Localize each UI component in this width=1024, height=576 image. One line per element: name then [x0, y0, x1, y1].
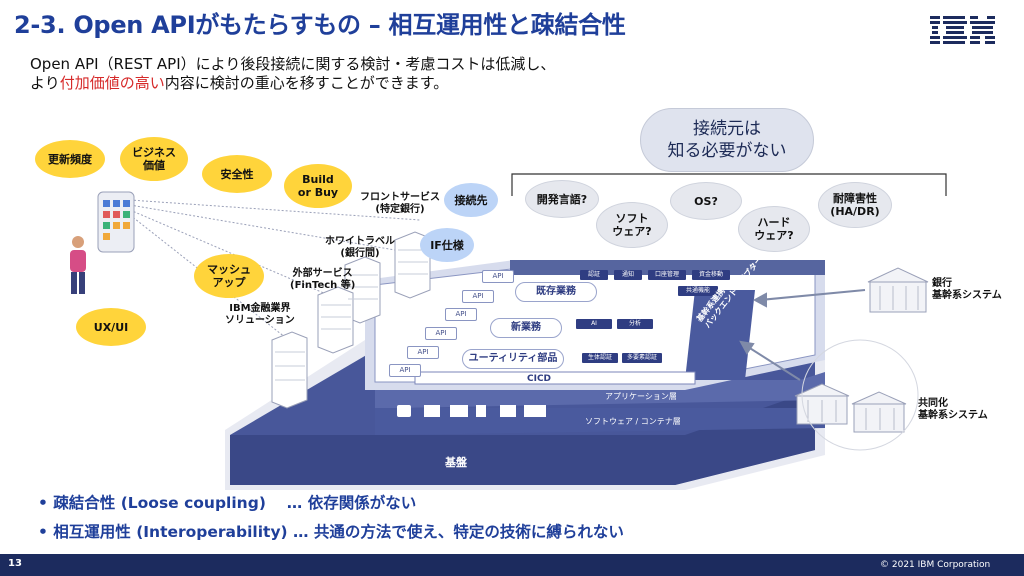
sw-layer-label: ソフトウェア / コンテナ層: [585, 417, 681, 426]
copyright: © 2021 IBM Corporation: [880, 560, 991, 570]
label-external-service: 外部サービス(FinTech 等): [290, 268, 355, 292]
ibm-logo: [930, 14, 996, 44]
subtitle-line1: Open API（REST API）により後段接続に関する検討・考慮コストは低減…: [30, 55, 556, 73]
bank-core-line2: 基幹系システム: [932, 290, 1002, 301]
bubble-connect-to: 接続先: [444, 183, 498, 217]
white-label-line2: (銀行間): [340, 248, 380, 259]
pill-new: 新業務: [490, 318, 562, 338]
label-ibm-solution: IBM金融業界ソリューション: [225, 303, 295, 327]
business-value-line2: 価値: [143, 159, 165, 172]
ibm-solution-line2: ソリューション: [225, 315, 295, 326]
chip-auth: 認証: [580, 270, 608, 280]
bubble-software: ソフトウェア?: [596, 202, 668, 248]
chip-notify: 通知: [614, 270, 642, 280]
hardware-line2: ウェア?: [754, 229, 794, 242]
callout-bracket: [511, 173, 947, 196]
fault-line2: (HA/DR): [830, 205, 880, 218]
build-buy-line2: or Buy: [297, 186, 339, 199]
subtitle-line2: より付加価値の高い内容に検討の重心を移すことができます。: [30, 74, 555, 93]
external-service-line2: (FinTech 等): [290, 280, 356, 291]
label-front-service: フロントサービス(特定銀行): [360, 192, 440, 216]
label-shared-core: 共同化基幹系システム: [918, 398, 988, 422]
pill-existing: 既存業務: [515, 282, 597, 302]
shared-core-line2: 基幹系システム: [918, 410, 988, 421]
bubble-mashup: マッシュアップ: [194, 254, 264, 298]
chip-transfer: 資金移動: [692, 270, 730, 280]
pill-utility: ユーティリティ部品: [462, 349, 564, 369]
bubble-update-frequency: 更新頻度: [35, 140, 105, 178]
business-value-line1: ビジネス: [132, 146, 176, 159]
bubble-security: 安全性: [202, 155, 272, 193]
chip-ai: AI: [576, 319, 612, 329]
bubble-fault-tolerance: 耐障害性(HA/DR): [818, 182, 892, 228]
hardware-line1: ハード: [757, 216, 791, 229]
build-buy-line1: Build: [302, 173, 334, 186]
bullet-interoperability: • 相互運用性 (Interoperability) … 共通の方法で使え、特定…: [38, 523, 624, 541]
bubble-if-spec: IF仕様: [420, 228, 474, 262]
label-white-label: ホワイトラベル(銀行間): [325, 236, 395, 260]
subtitle-line2-end: 内容に検討の重心を移すことができます。: [164, 74, 449, 92]
app-layer-label: アプリケーション層: [605, 392, 677, 401]
software-line2: ウェア?: [612, 225, 652, 238]
subtitle-line2-start: より: [30, 74, 60, 92]
front-service-line1: フロントサービス: [360, 192, 440, 203]
subtitle: Open API（REST API）により後段接続に関する検討・考慮コストは低減…: [30, 55, 555, 93]
bullet-list: • 疎結合性 (Loose coupling) … 依存関係がない • 相互運用…: [38, 489, 624, 547]
chip-account: 口座管理: [648, 270, 686, 280]
bubble-dev-language: 開発言語?: [525, 180, 599, 218]
subtitle-highlight: 付加価値の高い: [59, 74, 165, 92]
bank-core-line1: 銀行: [932, 278, 952, 289]
label-bank-core: 銀行基幹系システム: [932, 278, 1002, 302]
chip-bio: 生体認証: [582, 353, 618, 363]
bubble-hardware: ハードウェア?: [738, 206, 810, 252]
shared-core-line1: 共同化: [918, 398, 948, 409]
api-tab-3: API: [445, 308, 477, 321]
mashup-line1: マッシュ: [207, 263, 251, 276]
api-tab-5: API: [407, 346, 439, 359]
callout-line1: 接続元は: [693, 119, 761, 139]
software-line1: ソフト: [615, 212, 649, 225]
chip-multi: 多要素認証: [622, 353, 662, 363]
mashup-line2: アップ: [212, 276, 246, 289]
fault-line1: 耐障害性: [833, 192, 877, 205]
api-tab-1: API: [482, 270, 514, 283]
callout-line2: 知る必要がない: [667, 141, 787, 161]
chip-common: 共通機能: [678, 286, 718, 296]
ibm-solution-line1: IBM金融業界: [229, 303, 291, 314]
api-tab-4: API: [425, 327, 457, 340]
page-title: 2-3. Open APIがもたらすもの – 相互運用性と疎結合性: [14, 11, 626, 39]
chip-analysis: 分析: [617, 319, 653, 329]
cicd-label: CICD: [526, 374, 552, 384]
bubble-ux-ui: UX/UI: [76, 308, 146, 346]
api-tab-2: API: [462, 290, 494, 303]
bullet-loose-coupling: • 疎結合性 (Loose coupling) … 依存関係がない: [38, 494, 417, 512]
page-number: 13: [8, 558, 22, 569]
callout-no-need-to-know: 接続元は 知る必要がない: [640, 108, 814, 172]
front-service-line2: (特定銀行): [375, 204, 425, 215]
bubble-os: OS?: [670, 182, 742, 220]
external-service-line1: 外部サービス: [292, 268, 353, 279]
white-label-line1: ホワイトラベル: [325, 236, 395, 247]
footer-bar: [0, 554, 1024, 576]
base-label: 基盤: [445, 456, 467, 469]
api-tab-6: API: [389, 364, 421, 377]
bubble-business-value: ビジネス価値: [120, 137, 188, 181]
